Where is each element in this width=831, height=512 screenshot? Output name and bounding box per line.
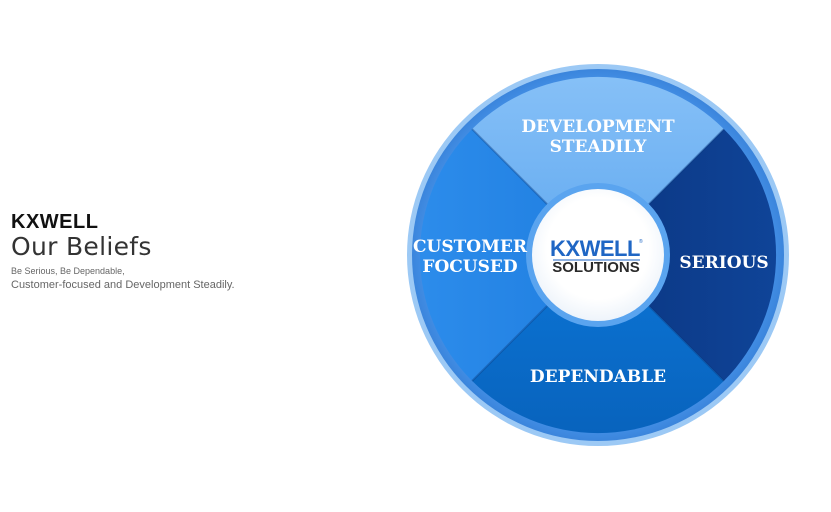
- segment-development-steadily: [472, 76, 724, 206]
- registered-mark: ®: [639, 238, 643, 245]
- segment-dependable: [472, 304, 724, 434]
- center-logo: KXWELL: [550, 236, 640, 261]
- brand-name: KXWELL: [11, 211, 99, 233]
- subtitle-line-1: Be Serious, Be Dependable,: [11, 266, 125, 276]
- page-title: Our Beliefs: [11, 232, 152, 261]
- segment-customer-focused: [419, 129, 549, 381]
- beliefs-text-block: KXWELL Our Beliefs Be Serious, Be Depend…: [11, 212, 311, 292]
- label-dependable: DEPENDABLE: [530, 367, 666, 387]
- center-hub: [532, 189, 664, 321]
- label-development: DEVELOPMENT: [521, 117, 675, 137]
- center-tagline: SOLUTIONS: [552, 259, 640, 276]
- segment-serious: [647, 129, 777, 381]
- segment-dividers: [471, 128, 725, 382]
- label-steadily: STEADILY: [550, 137, 648, 157]
- label-serious: SERIOUS: [679, 253, 768, 273]
- beliefs-diagram: DEVELOPMENT STEADILY SERIOUS DEPENDABLE …: [407, 64, 789, 446]
- label-customer: CUSTOMER: [413, 237, 528, 257]
- label-focused: FOCUSED: [422, 257, 517, 277]
- subtitle-line-2: Customer-focused and Development Steadil…: [11, 279, 235, 291]
